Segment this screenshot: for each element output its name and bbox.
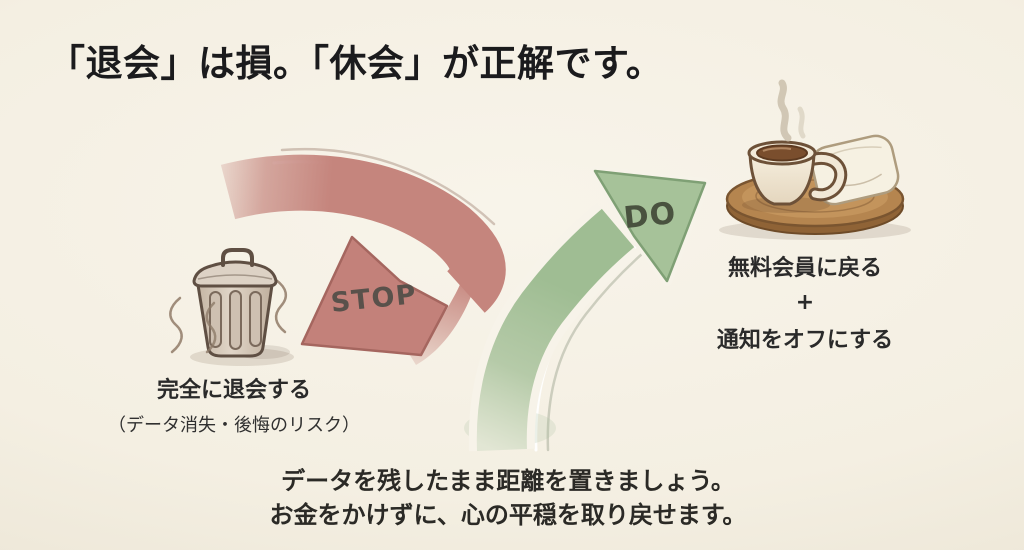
do-caption-top: 無料会員に戻る: [727, 256, 883, 281]
footer-line-2: お金をかけずに、心の平穏を取り戻せます。: [269, 501, 747, 529]
page-title: 「退会」は損。「休会」が正解です。: [48, 41, 664, 85]
stop-arrow-icon: [220, 147, 506, 365]
do-arrow-icon: [464, 166, 710, 452]
stop-caption-main: 完全に退会する: [156, 378, 311, 403]
stop-branch-caption: 完全に退会する （データ消失・後悔のリスク）: [108, 372, 360, 437]
plus-sign: +: [795, 290, 815, 315]
footer-message: データを残したまま距離を置きましょう。 お金をかけずに、心の平穏を取り戻せます。: [270, 464, 747, 532]
coffee-pillow-icon: [719, 79, 911, 240]
trash-can-icon: [169, 248, 294, 366]
stop-caption-note: （データ消失・後悔のリスク）: [108, 415, 360, 436]
do-caption-bottom: 通知をオフにする: [716, 328, 894, 353]
do-branch-caption: 無料会員に戻る + 通知をオフにする: [717, 250, 893, 354]
footer-line-1: データを残したまま距離を置きましょう。: [281, 467, 735, 495]
do-arrow-label: DO: [622, 195, 678, 237]
